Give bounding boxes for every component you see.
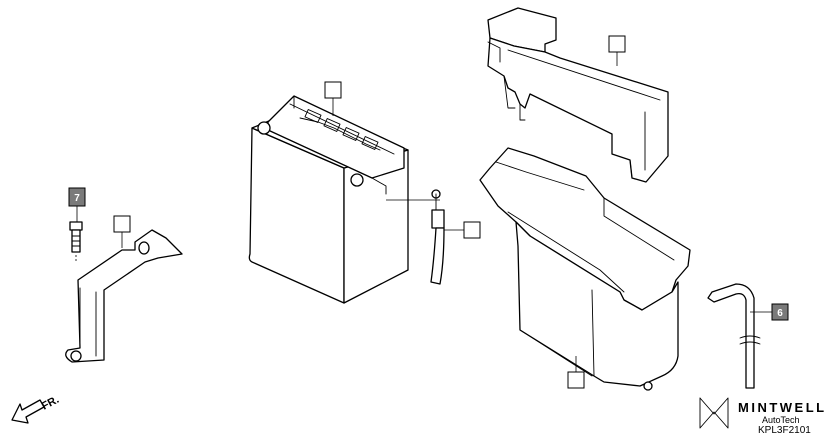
front-arrow-icon bbox=[11, 399, 45, 424]
bracket bbox=[65, 229, 183, 363]
callout-battery bbox=[324, 81, 342, 99]
callout-bracket bbox=[113, 215, 131, 233]
brand-subtitle: AutoTech bbox=[762, 415, 800, 425]
callout-bolt: 7 bbox=[68, 187, 86, 207]
callout-vent-tube bbox=[463, 221, 481, 239]
svg-text:6: 6 bbox=[777, 308, 783, 319]
bolt bbox=[69, 221, 83, 262]
battery bbox=[248, 95, 441, 304]
callout-battery-case bbox=[567, 371, 585, 389]
callout-breather-hose: 6 bbox=[771, 303, 789, 321]
front-direction-indicator: FR. bbox=[11, 394, 61, 424]
svg-text:7: 7 bbox=[74, 193, 80, 204]
callout-cover bbox=[608, 35, 626, 53]
diagram-code: KPL3F2101 bbox=[758, 425, 811, 436]
vent-tube bbox=[430, 193, 445, 285]
battery-case bbox=[479, 147, 691, 391]
battery-cover bbox=[487, 7, 669, 183]
brand-watermark: MINTWELL AutoTech KPL3F2101 bbox=[699, 397, 827, 436]
svg-text:FR.: FR. bbox=[40, 394, 61, 413]
mintwell-logo-icon bbox=[699, 397, 729, 429]
leader-lines bbox=[76, 52, 772, 372]
breather-hose bbox=[707, 283, 761, 389]
brand-name: MINTWELL bbox=[738, 400, 827, 415]
